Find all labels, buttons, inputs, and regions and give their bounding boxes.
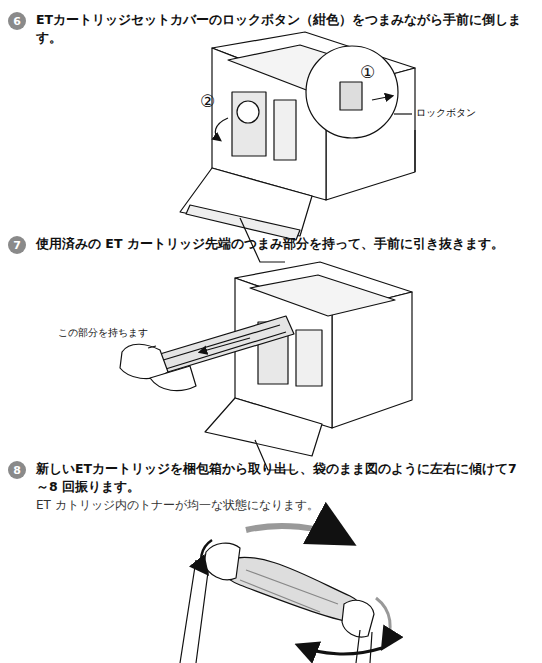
callout-number: ②: [200, 89, 215, 114]
part-label: この部分を持ちます: [58, 326, 148, 341]
callout-number: ①: [360, 60, 375, 85]
step-instruction: 新しいETカートリッジを梱包箱から取り出し、袋のまま図のように左右に傾けて7～8…: [36, 460, 526, 496]
step-number: 7: [8, 236, 26, 254]
printer-figure: [180, 32, 415, 262]
step-number-text: 6: [13, 15, 21, 28]
part-label: ロックボタン: [416, 106, 476, 121]
step-number: 6: [8, 12, 26, 30]
step-number: 8: [8, 461, 26, 479]
step-instruction: 使用済みの ET カートリッジ先端のつまみ部分を持って、手前に引き抜きます。: [36, 235, 536, 253]
note-text: ET カトリッジ内のトナーが均一な状態になります。: [36, 497, 536, 514]
step-number-text: 8: [13, 464, 21, 477]
cartridge-bag-figure: [180, 526, 390, 663]
step-instruction: ETカートリッジセットカバーのロックボタン（紺色）をつまみながら手前に倒します。: [36, 11, 536, 47]
step-number-text: 7: [13, 239, 21, 252]
printer-figure: [120, 262, 412, 470]
